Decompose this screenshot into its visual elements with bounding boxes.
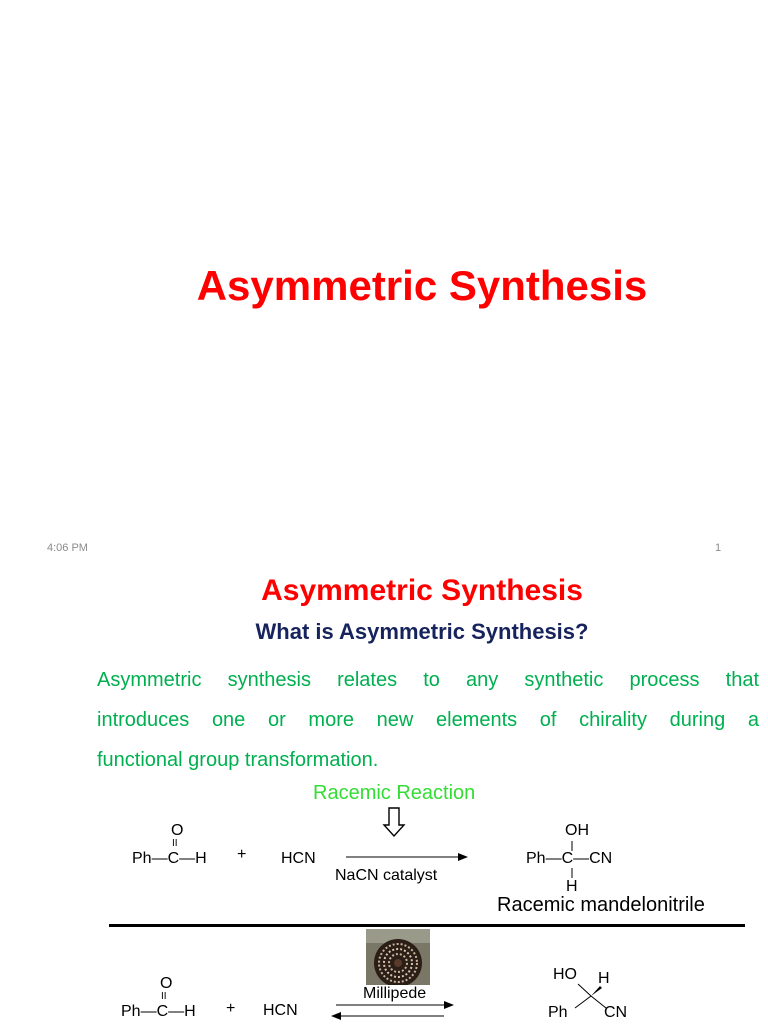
definition-line: functional group transformation. (97, 749, 379, 771)
reactant1-carbonyl-oxygen: O (171, 822, 184, 839)
product2-hydrogen: H (598, 970, 610, 987)
millipede-image (366, 929, 430, 985)
product1-name: Racemic mandelonitrile (497, 894, 705, 916)
slide2-subtitle: What is Asymmetric Synthesis? (255, 619, 589, 644)
product1-hydrogen: H (566, 878, 578, 895)
product1-formula: Ph—C—CN (526, 850, 613, 867)
footer-time: 4:06 PM (47, 542, 88, 554)
reaction1-catalyst: NaCN catalyst (335, 867, 438, 884)
definition-line: Asymmetric synthesis relates to any synt… (97, 669, 759, 691)
slide2-title: Asymmetric Synthesis (261, 574, 583, 607)
product2-nitrile: CN (604, 1004, 628, 1021)
product2-hydroxyl: HO (553, 966, 577, 983)
reactant1-formula: Ph—C—H (132, 850, 207, 867)
equilibrium-arrow-icon (331, 1001, 454, 1020)
forward-arrow-icon (346, 853, 468, 861)
reaction1-plus: + (237, 846, 247, 863)
reactant2-carbonyl-oxygen: O (160, 975, 173, 992)
section-divider (109, 924, 745, 927)
racemic-reaction-label: Racemic Reaction (313, 782, 476, 804)
definition-paragraph: Asymmetric synthesis relates to any synt… (97, 660, 759, 780)
hollow-down-arrow-icon (382, 807, 406, 838)
stereocenter-bonds (574, 983, 607, 1009)
reaction2-reagent: HCN (263, 1002, 298, 1019)
reaction2-catalyst: Millipede (363, 985, 427, 1002)
slide1-title: Asymmetric Synthesis (196, 262, 648, 309)
reaction1-reagent: HCN (281, 850, 316, 867)
product1-hydroxyl: OH (565, 822, 589, 839)
reaction2-plus: + (226, 1000, 236, 1017)
footer-page-number: 1 (715, 542, 722, 554)
reactant2-formula: Ph—C—H (121, 1003, 196, 1020)
reactant1-double-bond: II (172, 838, 178, 849)
definition-line: introduces one or more new elements of c… (97, 709, 759, 731)
reactant2-double-bond: II (161, 991, 167, 1002)
product2-phenyl: Ph (548, 1004, 568, 1021)
